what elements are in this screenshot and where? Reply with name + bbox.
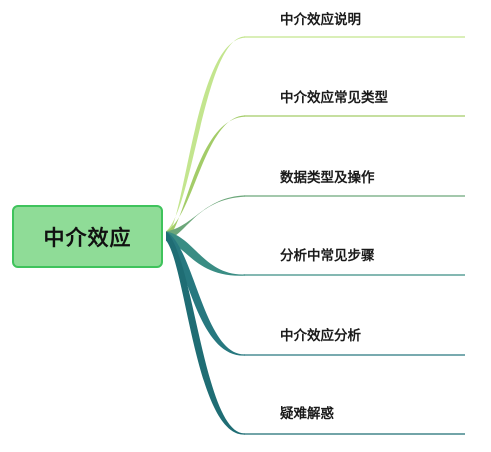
branch-node-4[interactable]: 分析中常见步骤 (280, 248, 375, 264)
branch-connector-4 (166, 231, 245, 276)
branch-node-2[interactable]: 中介效应常见类型 (280, 90, 388, 106)
branch-connector-5 (166, 231, 245, 356)
branch-node-5[interactable]: 中介效应分析 (280, 328, 361, 344)
branch-node-3[interactable]: 数据类型及操作 (280, 170, 375, 186)
branch-connector-6 (166, 231, 245, 435)
branch-connector-3 (166, 195, 245, 241)
root-node-label: 中介效应 (43, 225, 132, 250)
branch-node-6[interactable]: 疑难解惑 (280, 406, 334, 422)
branch-node-1[interactable]: 中介效应说明 (280, 12, 361, 28)
branch-connector-1 (166, 36, 245, 241)
branch-connector-2 (166, 115, 245, 241)
root-node[interactable]: 中介效应 (12, 205, 163, 268)
connector-lines (166, 36, 465, 435)
